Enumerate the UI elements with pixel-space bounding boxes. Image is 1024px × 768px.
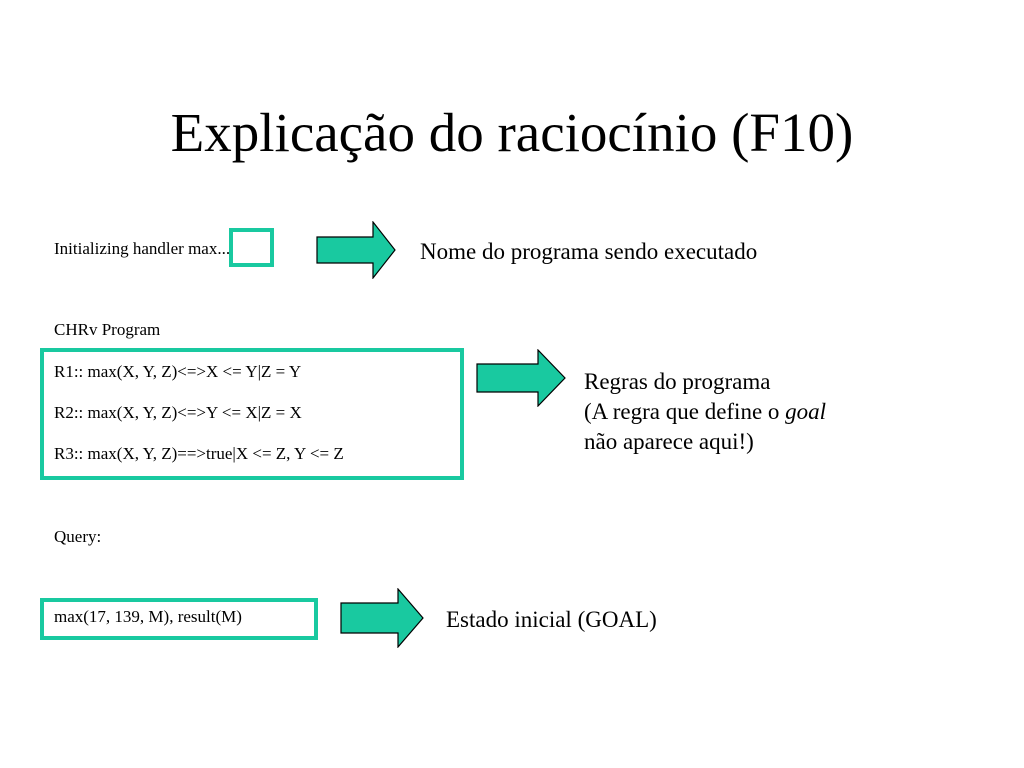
slide-title: Explicação do raciocínio (F10) xyxy=(170,102,854,163)
handler-name: max xyxy=(188,239,218,258)
right-arrow-icon xyxy=(316,221,396,279)
query-box xyxy=(40,598,318,640)
right-arrow-icon xyxy=(476,349,566,407)
program-rules-box xyxy=(40,348,464,480)
handler-highlight-box xyxy=(229,228,274,267)
handler-explanation: Nome do programa sendo executado xyxy=(420,239,758,264)
rule-r1: R1:: max(X, Y, Z)<=>X <= Y|Z = Y xyxy=(54,362,302,381)
query-heading: Query: xyxy=(54,527,102,546)
handler-line: Initializing handler max... xyxy=(54,239,230,259)
query-explanation: Estado inicial (GOAL) xyxy=(446,607,657,632)
program-explanation: Regras do programa (A regra que define o… xyxy=(584,367,826,457)
program-explanation-line1: Regras do programa xyxy=(584,369,771,394)
program-explanation-line2-text: (A regra que define o xyxy=(584,399,786,424)
program-explanation-line2: (A regra que define o goal xyxy=(584,397,826,427)
query-value: max(17, 139, M), result(M) xyxy=(54,607,242,626)
handler-prefix: Initializing handler xyxy=(54,239,189,258)
right-arrow-icon xyxy=(340,588,424,648)
goal-emphasis: goal xyxy=(785,399,827,424)
program-heading: CHRv Program xyxy=(54,320,161,339)
handler-suffix: ... xyxy=(217,239,231,258)
rule-r3: R3:: max(X, Y, Z)==>true|X <= Z, Y <= Z xyxy=(54,444,344,463)
rule-r2: R2:: max(X, Y, Z)<=>Y <= X|Z = X xyxy=(54,403,302,422)
program-explanation-line3: não aparece aqui!) xyxy=(584,429,754,454)
